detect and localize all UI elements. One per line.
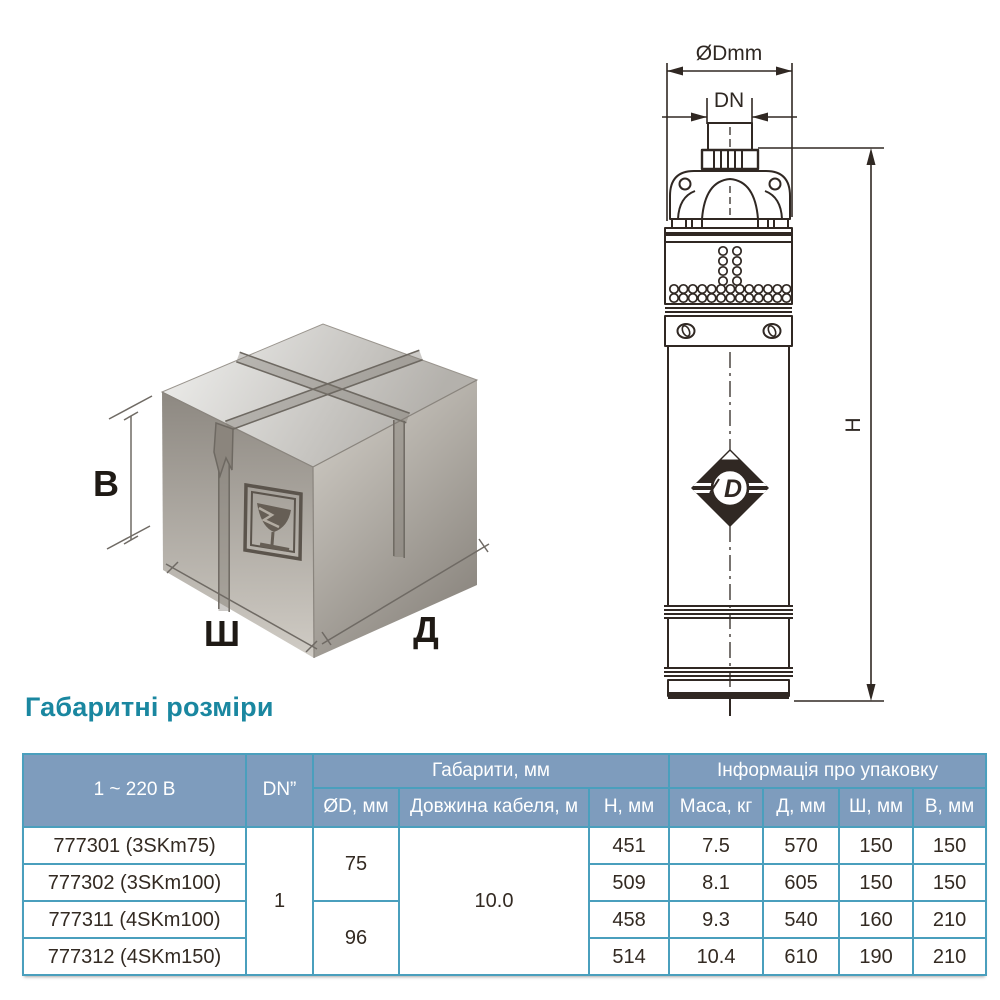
cell-h: 451 bbox=[587, 826, 671, 865]
cell-width: 190 bbox=[838, 937, 915, 976]
cell-width: 160 bbox=[838, 900, 915, 939]
cell-model: 777302 (3SKm100) bbox=[22, 863, 247, 902]
cell-length: 570 bbox=[762, 826, 841, 865]
cell-length: 540 bbox=[762, 900, 841, 939]
pump-technical-drawing: ØDmm DN H bbox=[662, 42, 884, 716]
pump-height-label: H bbox=[842, 417, 865, 432]
box-faces bbox=[160, 323, 479, 659]
cell-model: 777311 (4SKm100) bbox=[22, 900, 247, 939]
cell-mass: 8.1 bbox=[668, 863, 765, 902]
cell-height: 150 bbox=[912, 826, 988, 865]
cell-height: 210 bbox=[912, 937, 988, 976]
cell-height: 210 bbox=[912, 900, 988, 939]
header-height: В, мм bbox=[912, 787, 988, 828]
cell-cable-length: 10.0 bbox=[398, 826, 590, 976]
cell-model: 777301 (3SKm75) bbox=[22, 826, 247, 865]
header-group-dimensions: Габарити, мм bbox=[311, 753, 671, 789]
header-dn: DN” bbox=[245, 753, 314, 828]
table-row: 777302 (3SKm100) 509 8.1 605 150 150 bbox=[22, 863, 988, 902]
cell-height: 150 bbox=[912, 863, 988, 902]
cell-width: 150 bbox=[838, 826, 915, 865]
header-length: Д, мм bbox=[762, 787, 841, 828]
header-cable: Довжина кабеля, м bbox=[398, 787, 590, 828]
brand-letter: D bbox=[724, 475, 742, 503]
pump-vent-holes bbox=[668, 245, 792, 304]
table-row: 777301 (3SKm75) 1 75 10.0 451 7.5 570 15… bbox=[22, 826, 988, 976]
box-dimension-lines bbox=[106, 395, 490, 653]
header-voltage: 1 ~ 220 В bbox=[22, 753, 247, 828]
box-tape bbox=[213, 349, 423, 612]
header-h: Н, мм bbox=[587, 787, 671, 828]
box-height-label: В bbox=[93, 463, 119, 504]
cell-h: 458 bbox=[587, 900, 671, 939]
cell-mass: 10.4 bbox=[668, 937, 765, 976]
cell-dn-value: 1 bbox=[245, 826, 314, 976]
table-row: 777312 (4SKm150) 514 10.4 610 190 210 bbox=[22, 937, 988, 976]
cell-length: 605 bbox=[762, 863, 841, 902]
cell-mass: 7.5 bbox=[668, 826, 765, 865]
cell-width: 150 bbox=[838, 863, 915, 902]
header-mass: Маса, кг bbox=[668, 787, 765, 828]
cell-diameter-75: 75 bbox=[312, 826, 400, 902]
cell-length: 610 bbox=[762, 937, 841, 976]
box-width-label: Ш bbox=[204, 613, 240, 654]
cell-mass: 9.3 bbox=[668, 900, 765, 939]
page-title: Габаритні розміри bbox=[25, 692, 274, 722]
cell-h: 509 bbox=[587, 863, 671, 902]
package-box-drawing: В Ш Д bbox=[93, 323, 490, 659]
header-group-packaging: Інформація про упаковку bbox=[668, 753, 988, 789]
box-length-label: Д bbox=[413, 609, 439, 650]
pump-dn-label: DN bbox=[714, 89, 744, 112]
brand-diamond-logo: D bbox=[691, 449, 769, 527]
table-row: 777311 (4SKm100) 96 458 9.3 540 160 210 bbox=[22, 900, 988, 976]
fragile-glass-icon bbox=[243, 482, 303, 562]
cell-diameter-96: 96 bbox=[312, 900, 400, 976]
cell-h: 514 bbox=[587, 937, 671, 976]
header-width: Ш, мм bbox=[838, 787, 915, 828]
pump-diameter-label: ØDmm bbox=[696, 42, 763, 65]
dimensions-table: 1 ~ 220 В DN” Габарити, мм Інформація пр… bbox=[22, 753, 988, 976]
pump-dimension-lines bbox=[662, 63, 884, 702]
cell-model: 777312 (4SKm150) bbox=[22, 937, 247, 976]
pump-body-outline bbox=[664, 122, 793, 716]
header-diameter: ØD, мм bbox=[312, 787, 400, 828]
